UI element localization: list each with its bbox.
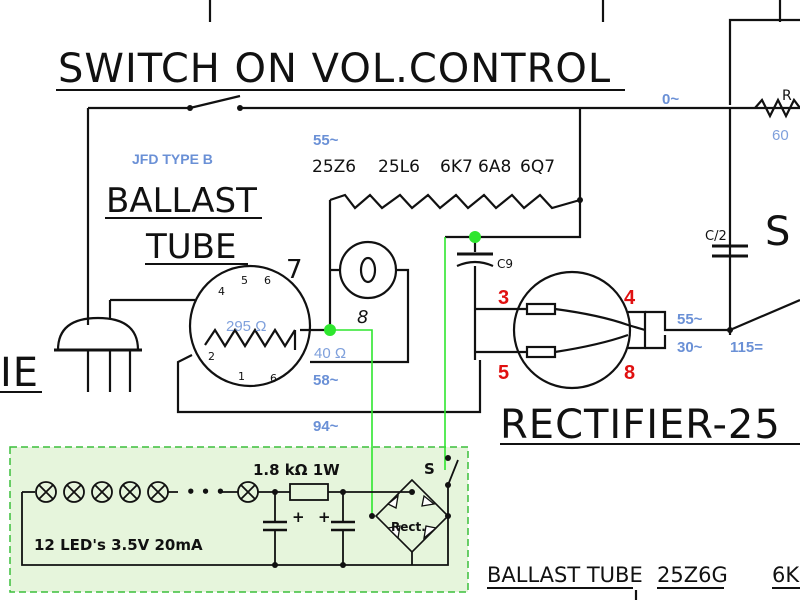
switch-title: SWITCH ON VOL.CONTROL	[58, 46, 611, 92]
rectifier-filament	[554, 307, 646, 354]
svg-text:4: 4	[218, 285, 225, 298]
right-edge-fragment: S	[765, 209, 791, 255]
bridge-left-node	[369, 513, 375, 519]
bridge-label: Rect.	[391, 520, 426, 534]
v-55-top: 55~	[313, 132, 339, 149]
tube-names: 25Z6 25L6 6K7 6A8 6Q7	[312, 157, 555, 177]
c9-label: C9	[497, 257, 513, 271]
bridge-diodes	[386, 494, 438, 540]
pilot-lamp	[338, 240, 398, 300]
rect-pin-3: 3	[498, 287, 509, 309]
bottom-label-ballast: BALLAST TUBE	[487, 563, 643, 587]
led	[91, 481, 113, 503]
tube-name-6q7: 6Q7	[520, 157, 555, 177]
v-94: 94~	[313, 418, 339, 435]
tube-name-6k7: 6K7	[440, 157, 473, 177]
led-dots: • • •	[186, 483, 225, 501]
green-wire-left	[330, 329, 373, 516]
cap1-plus: +	[292, 508, 305, 526]
led-spec-label: 12 LED's 3.5V 20mA	[34, 536, 203, 554]
green-node-c9	[469, 231, 481, 243]
tube-title: TUBE	[145, 227, 236, 267]
resistor-1k8-label: 1.8 kΩ 1W	[253, 461, 340, 479]
svg-text:6: 6	[264, 274, 271, 287]
bottom-label-6k: 6K	[772, 563, 800, 587]
modification-box	[9, 446, 469, 593]
v-0: 0~	[662, 91, 679, 108]
resistor-r-label: R	[782, 88, 792, 104]
ballast-socket	[188, 264, 312, 388]
ballast-title: BALLAST	[106, 181, 257, 221]
v-55-right: 55~	[677, 311, 703, 328]
rectifier-right-leads	[645, 310, 730, 350]
rect-pin-4: 4	[624, 287, 636, 309]
mod-switch-label: S	[424, 460, 435, 478]
bottom-label-25z6g: 25Z6G	[657, 563, 728, 587]
ballast-pin-numbers: 4 5 6 2 1 6	[208, 274, 277, 385]
pilot-lamp-filament	[359, 256, 377, 284]
ohm-295: 295 Ω	[226, 318, 266, 335]
plug-dome	[56, 316, 140, 352]
wire-right-out	[729, 298, 800, 332]
led	[63, 481, 85, 503]
pilot-lamp-wires	[310, 268, 410, 364]
jfd-type: JFD TYPE B	[132, 151, 213, 167]
left-edge-fragment: IE	[0, 350, 39, 396]
pilot-lamp-label: 8	[357, 307, 368, 328]
ballast-pin-7: 7	[286, 255, 303, 285]
led	[119, 481, 141, 503]
led	[35, 481, 57, 503]
svg-text:5: 5	[241, 274, 248, 287]
rectifier-plate	[628, 310, 647, 350]
svg-text:2: 2	[208, 350, 215, 363]
svg-text:1: 1	[238, 370, 245, 383]
mod-bottom-rail	[21, 492, 449, 566]
v-30: 30~	[677, 339, 703, 356]
c9-plate-bottom	[456, 260, 494, 268]
wire-to-c9	[445, 200, 582, 239]
right-junction	[727, 327, 733, 333]
tube-name-6a8: 6A8	[478, 157, 511, 177]
svg-text:6: 6	[270, 372, 277, 385]
r-60: 60	[772, 127, 789, 144]
wire-top-far-right	[728, 18, 800, 105]
switch-pivot	[187, 105, 193, 111]
ohm-40: 40 Ω	[314, 345, 346, 362]
v-115: 115=	[730, 339, 763, 356]
tube-name-25z6: 25Z6	[312, 157, 356, 177]
bridge-top-node	[409, 489, 415, 495]
ballast-resistor	[204, 327, 296, 349]
switch-blade	[88, 94, 241, 110]
cap2-plus: +	[318, 508, 331, 526]
rect-pin-5: 5	[498, 362, 509, 384]
tube-name-25l6: 25L6	[378, 157, 420, 177]
c12-label: C/2	[705, 229, 727, 244]
filament-string	[329, 193, 581, 210]
bottom-labels: BALLAST TUBE 25Z6G 6K	[487, 563, 800, 587]
resistor-r	[754, 97, 800, 119]
mod-switch-pivot	[445, 482, 451, 488]
plug-pins	[86, 350, 132, 392]
v-58: 58~	[313, 372, 339, 389]
rectifier-title: RECTIFIER-25	[500, 402, 781, 448]
wire-ballast-bottom	[176, 354, 482, 414]
rectifier-cathode-bottom	[525, 345, 557, 359]
rectifier-cathode-top	[525, 302, 557, 316]
rectifier-tube	[512, 270, 632, 390]
rectifier-left-leads	[475, 307, 527, 354]
mod-switch-contact	[445, 455, 451, 461]
rect-pin-8: 8	[624, 362, 635, 384]
